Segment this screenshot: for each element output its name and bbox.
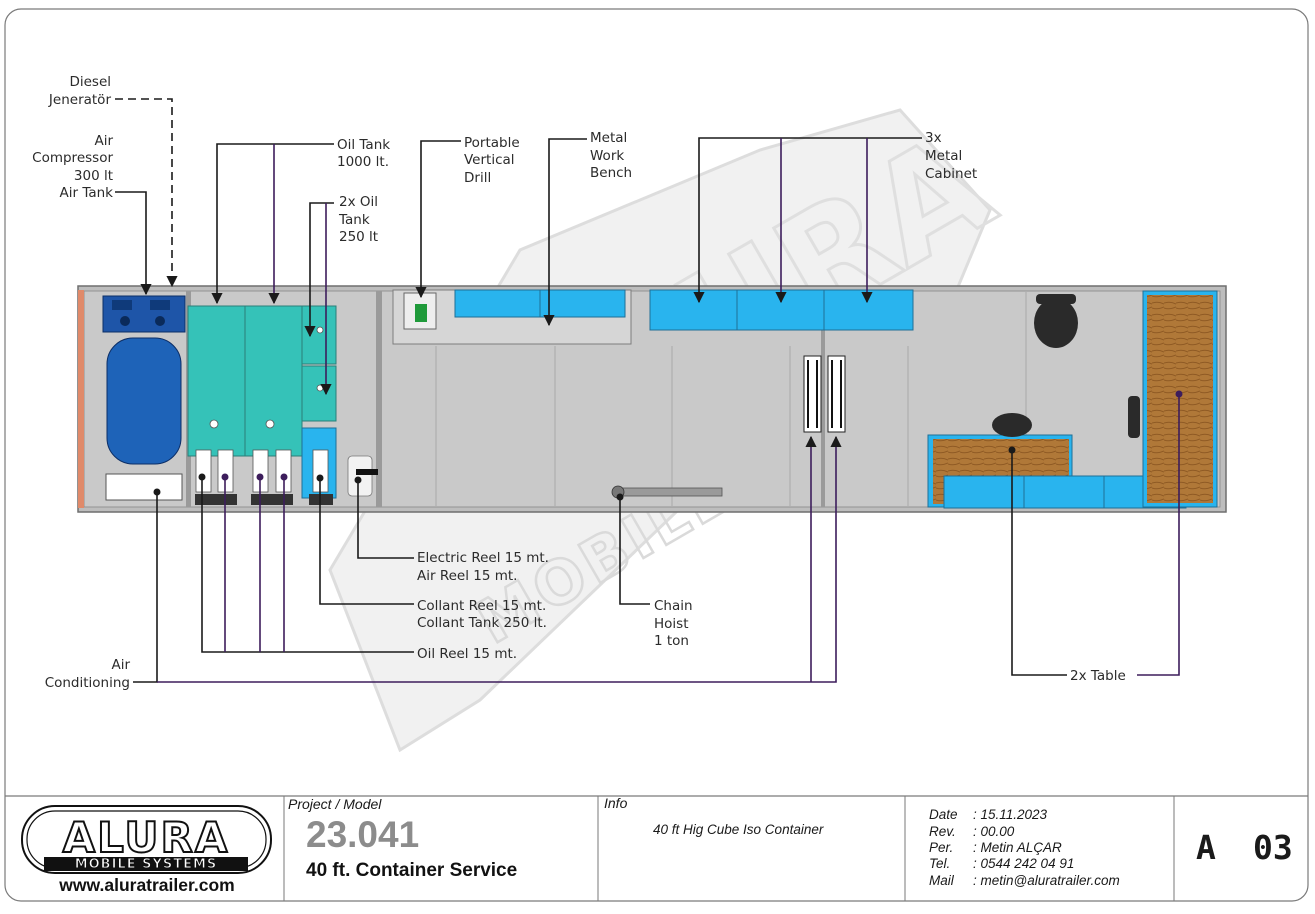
label-cabinet-2: Metal [925,148,962,164]
ac-indoor-1 [803,355,822,433]
label-diesel-2: Jeneratör [48,92,112,108]
label-collant-reel: Collant Reel 15 mt. [417,598,546,614]
label-drill-2: Vertical [464,152,515,168]
project-label: Project / Model [288,796,382,812]
door-end [78,290,84,508]
partition-3 [821,291,825,507]
office-chairs [992,294,1140,438]
air-conditioner-unit [105,473,183,501]
label-ac-2: Conditioning [45,675,130,691]
label-compressor-4: Air Tank [60,185,114,201]
sheet-letter: A [1196,828,1216,867]
label-chain-hoist-2: Hoist [654,616,689,632]
reels [195,449,378,505]
partition-2 [376,291,382,507]
chain-hoist-rail [621,487,723,497]
label-diesel-1: Diesel [69,74,111,90]
label-table: 2x Table [1070,668,1126,684]
label-oil-tank-2x-3: 250 lt [339,229,378,245]
table-2 [1147,295,1213,503]
air-tank [106,337,182,465]
website: www.aluratrailer.com [58,875,234,895]
air-compressor [102,295,186,333]
project-name: 40 ft. Container Service [306,860,517,881]
label-compressor-1: Air [94,133,113,149]
label-cabinet-3: Cabinet [925,166,977,182]
sheet-number: 03 [1253,828,1293,867]
mail-label: Mail [929,873,955,888]
tel-label: Tel. [929,856,950,871]
label-oil-tank-2: 1000 lt. [337,154,389,170]
label-cabinet-1: 3x [925,130,942,146]
label-bench-2: Work [590,148,624,164]
label-oil-tank-1: Oil Tank [337,137,390,153]
label-oil-tank-2x-1: 2x Oil [339,194,378,210]
rev-label: Rev. [929,824,956,839]
leader-lines [115,98,1183,683]
oil-tank-250-b [301,365,337,422]
label-air-reel: Air Reel 15 mt. [417,568,517,584]
label-compressor-2: Compressor [32,150,113,166]
callout-labels: Diesel Jeneratör Air Compressor 300 lt A… [32,74,1126,691]
oil-tank-1000-b [244,305,303,457]
info-text: 40 ft Hig Cube Iso Container [653,822,824,837]
info-label: Info [604,795,628,811]
label-bench-3: Bench [590,165,632,181]
label-collant-tank: Collant Tank 250 lt. [417,615,547,631]
label-electric-reel: Electric Reel 15 mt. [417,550,549,566]
mail-value: : metin@aluratrailer.com [973,873,1120,888]
ac-indoor-2 [827,355,846,433]
per-value: : Metin ALÇAR [973,840,1062,855]
label-drill-3: Drill [464,170,491,186]
logo-text: ALURA [63,813,230,862]
date-value: : 15.11.2023 [973,807,1048,822]
label-compressor-3: 300 lt [74,168,113,184]
label-bench-1: Metal [590,130,627,146]
label-chain-hoist-3: 1 ton [654,633,689,649]
label-ac-1: Air [111,657,130,673]
logo-sub: MOBILE SYSTEMS [75,857,218,872]
label-drill-1: Portable [464,135,520,151]
oil-tank-250-a [301,305,337,365]
date-label: Date [929,807,958,822]
label-oil-reel: Oil Reel 15 mt. [417,646,517,662]
tel-value: : 0544 242 04 91 [973,856,1074,871]
oil-tank-1000-a [187,305,246,457]
container-plan [77,285,1227,513]
label-chain-hoist-1: Chain [654,598,693,614]
title-block: ALURA MOBILE SYSTEMS www.aluratrailer.co… [5,795,1308,901]
project-number: 23.041 [306,814,419,855]
alura-logo: ALURA MOBILE SYSTEMS [21,805,272,874]
per-label: Per. [929,840,953,855]
label-oil-tank-2x-2: Tank [338,212,370,228]
rev-value: : 00.00 [973,824,1015,839]
